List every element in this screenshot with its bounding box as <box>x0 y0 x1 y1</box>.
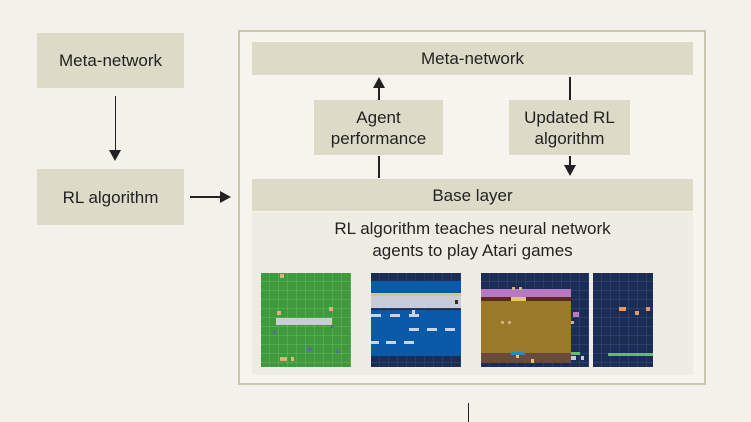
game-thumbnail-green-field <box>261 273 351 367</box>
rl-algorithm-box: RL algorithm <box>37 169 184 225</box>
panel-output-line <box>467 403 470 422</box>
meta-network-box: Meta-network <box>37 33 184 88</box>
base-layer-description: RL algorithm teaches neural network agen… <box>252 218 693 262</box>
blue-river-game-image <box>371 273 461 367</box>
arrow-meta-to-rl-line <box>114 96 117 150</box>
updated-rl-algorithm-box: Updated RL algorithm <box>509 100 630 155</box>
arrow-up-icon <box>372 77 385 88</box>
agent-performance-line1: Agent <box>356 107 401 127</box>
arrow-agent-perf-lower-line <box>378 156 380 178</box>
panel-meta-network-label: Meta-network <box>421 49 524 68</box>
arrow-updated-rl-lower-line <box>569 156 571 166</box>
description-line2: agents to play Atari games <box>372 241 573 260</box>
updated-rl-line1: Updated RL <box>524 107 615 127</box>
meta-network-label: Meta-network <box>59 51 162 70</box>
base-layer-box: Base layer <box>252 179 693 211</box>
game-thumbnail-dark-grid <box>593 273 653 367</box>
green-field-game-image <box>261 273 351 367</box>
arrow-right-icon <box>220 191 231 203</box>
arrow-down-icon <box>109 150 121 161</box>
agent-performance-line2: performance <box>330 128 427 148</box>
base-layer-label: Base layer <box>432 185 513 205</box>
arrow-agent-perf-upper-line <box>378 87 380 100</box>
description-line1: RL algorithm teaches neural network <box>334 219 611 238</box>
agent-performance-label: Agent performance <box>331 107 426 149</box>
panel-meta-network-box: Meta-network <box>252 42 693 75</box>
arrow-rl-to-panel-line <box>190 196 220 198</box>
updated-rl-line2: algorithm <box>534 128 605 148</box>
arrow-down-icon <box>563 165 576 176</box>
rl-algorithm-label: RL algorithm <box>62 187 159 207</box>
brown-block-game-image <box>481 273 589 367</box>
agent-performance-box: Agent performance <box>314 100 443 155</box>
arrow-updated-rl-upper-line <box>569 77 571 100</box>
game-thumbnail-blue-river <box>371 273 461 367</box>
dark-grid-game-image <box>593 273 653 367</box>
game-thumbnail-brown-block <box>481 273 589 367</box>
updated-rl-algorithm-label: Updated RL algorithm <box>524 107 615 149</box>
